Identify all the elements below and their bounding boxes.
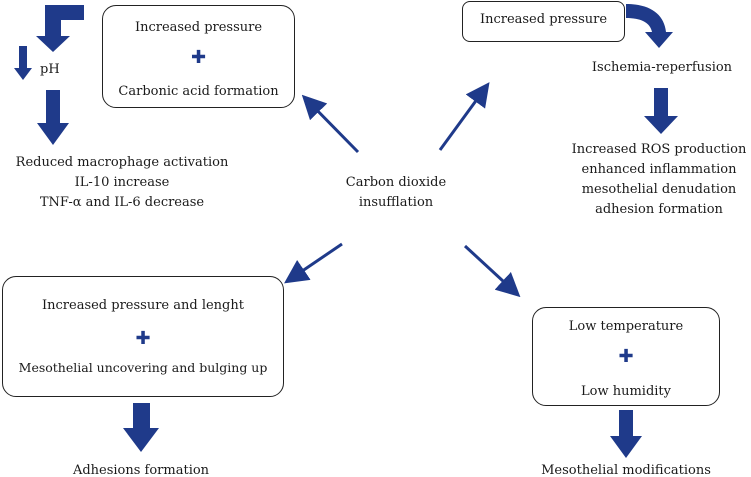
center-line2: insufflation (358, 195, 434, 210)
center-line1: Carbon dioxide (345, 175, 447, 190)
ros-line1: Increased ROS production (571, 142, 747, 157)
arrow-to-top-left (301, 94, 360, 154)
ph-down-arrow (14, 46, 32, 80)
arrow-box-to-adhesions (123, 403, 159, 452)
top-right-box (462, 1, 625, 42)
bottom-right-box (532, 307, 720, 406)
bottom-right-line1: Low temperature (568, 319, 684, 334)
ph-label: pH (40, 62, 60, 77)
top-right-label: Increased pressure (479, 12, 608, 27)
ros-line3: mesothelial denudation (581, 182, 737, 197)
curved-arrow-top-right (626, 4, 673, 48)
plus-icon: ✚ (135, 328, 151, 349)
arrow-to-bottom-left (284, 242, 343, 284)
arrow-to-top-right (438, 82, 490, 151)
mesothelial-mod-label: Mesothelial modifications (541, 463, 711, 477)
top-left-line1: Increased pressure (134, 20, 263, 35)
adhesions-label: Adhesions formation (72, 463, 210, 477)
bottom-left-line1: Increased pressure and lenght (42, 298, 244, 313)
macrophage-line3: TNF-α and IL-6 decrease (39, 195, 205, 210)
bottom-left-line2: Mesothelial uncovering and bulging up (18, 360, 268, 375)
arrow-to-bottom-right (463, 244, 521, 298)
arrow-box-to-mesothelial (610, 410, 642, 458)
bottom-left-box (2, 276, 284, 397)
plus-icon: ✚ (618, 346, 634, 367)
ros-line4: adhesion formation (595, 202, 723, 217)
arrow-ischemia-to-ros (644, 88, 678, 134)
top-left-box (102, 5, 295, 108)
bottom-right-line2: Low humidity (581, 384, 671, 399)
macrophage-line2: IL-10 increase (74, 175, 170, 190)
ischemia-label: Ischemia-reperfusion (591, 60, 733, 75)
macrophage-line1: Reduced macrophage activation (15, 155, 229, 170)
bent-arrow-top-left (36, 5, 84, 52)
arrow-ph-to-macrophage (37, 90, 69, 145)
plus-icon: ✚ (190, 47, 207, 68)
ros-line2: enhanced inflammation (581, 162, 737, 177)
top-left-line2: Carbonic acid formation (118, 84, 279, 99)
